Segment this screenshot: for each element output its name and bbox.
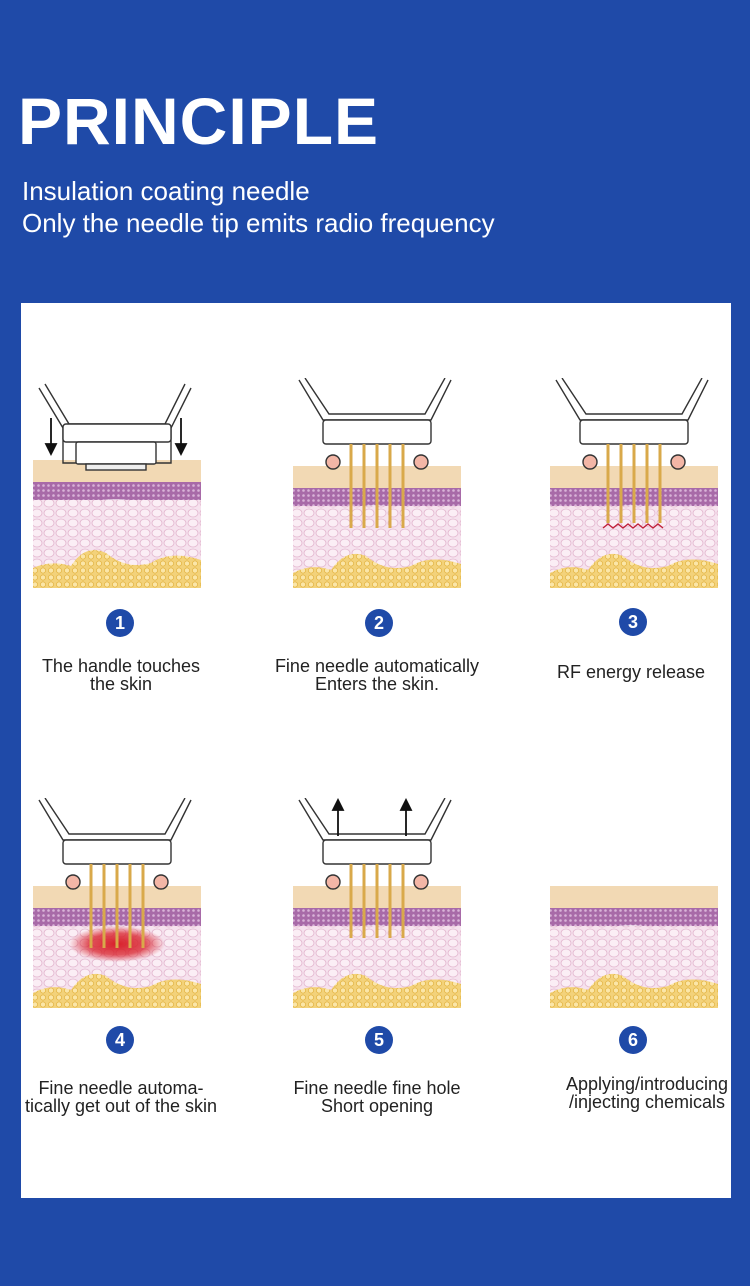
step-3: 3 RF energy release (548, 378, 750, 798)
step-number: 6 (619, 1026, 647, 1054)
step-number: 3 (619, 608, 647, 636)
needle-icon (606, 444, 662, 523)
skin-illustration (550, 378, 718, 588)
steps-panel: 1 The handle touches the skin (21, 303, 731, 1198)
step-number: 1 (106, 609, 134, 637)
handpiece-icon (298, 798, 452, 890)
down-arrow-icon (44, 418, 188, 457)
skin-illustration (550, 886, 718, 1008)
up-arrow-icon (331, 798, 413, 836)
needle-icon (89, 864, 145, 948)
step-caption: Fine needle automa- tically get out of t… (24, 1078, 218, 1116)
needle-icon (349, 444, 405, 528)
skin-illustration (293, 378, 461, 588)
step-caption: Fine needle fine hole Short opening (293, 1078, 461, 1116)
skin-layers (33, 460, 201, 588)
step-caption: The handle touches the skin (41, 656, 201, 694)
subtitle-line-1: Insulation coating needle (22, 176, 310, 206)
step-number: 4 (106, 1026, 134, 1054)
step-number: 5 (365, 1026, 393, 1054)
handpiece-icon (298, 378, 452, 470)
skin-layers (293, 886, 461, 1008)
handpiece-icon (38, 798, 192, 890)
skin-illustration (33, 798, 201, 1008)
step-caption: Applying/introducing /injecting chemical… (565, 1074, 729, 1112)
skin-layers (550, 886, 718, 1008)
needle-icon (349, 864, 405, 938)
step-caption: RF energy release (556, 662, 706, 682)
rf-zigzag-icon (602, 523, 664, 529)
subtitle-line-2: Only the needle tip emits radio frequenc… (22, 208, 495, 238)
handpiece-icon (555, 378, 709, 470)
skin-illustration (293, 798, 461, 1008)
step-1: 1 The handle touches the skin (31, 378, 271, 798)
step-4: 4 Fine needle automa- tically get out of… (25, 798, 271, 1218)
skin-illustration (33, 383, 201, 588)
step-5: 5 Fine needle fine hole Short opening (291, 798, 531, 1218)
step-2: 2 Fine needle automatically Enters the s… (275, 378, 531, 798)
step-number: 2 (365, 609, 393, 637)
step-caption: Fine needle automatically Enters the ski… (274, 656, 480, 694)
skin-layers (550, 466, 718, 588)
handpiece-icon (38, 383, 192, 471)
page-title: PRINCIPLE (18, 84, 380, 158)
step-6: 6 Applying/introducing /injecting chemic… (548, 798, 750, 1218)
